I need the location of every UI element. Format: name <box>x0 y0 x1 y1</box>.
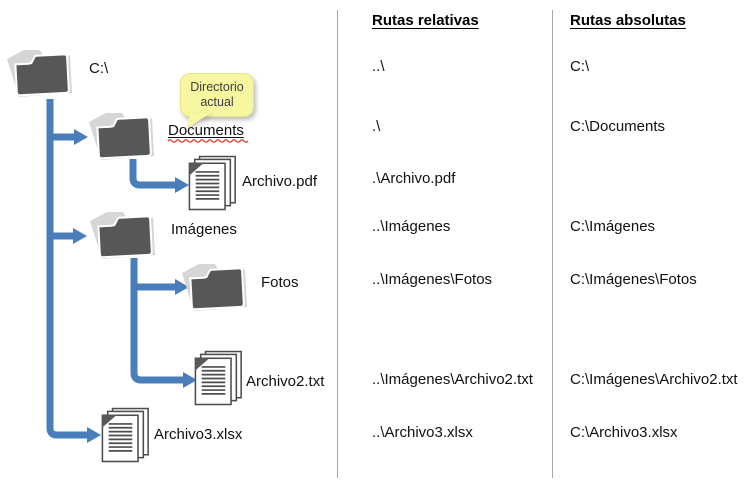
column-divider-left <box>337 10 338 478</box>
absolute-path-cell: C:\Imágenes\Archivo2.txt <box>570 371 738 388</box>
tree-label-documents: Documents <box>168 122 244 139</box>
file-icon-archivo-pdf <box>187 155 239 212</box>
column-divider-right <box>552 10 553 478</box>
absolute-path-cell: C:\ <box>570 58 590 75</box>
callout-line1: Directorio <box>190 80 244 94</box>
folder-icon-documents <box>86 109 164 163</box>
relative-path-cell: ..\Imágenes\Fotos <box>372 271 493 288</box>
relative-path-cell: ..\Imágenes <box>372 218 451 235</box>
relative-paths-header: Rutas relativas <box>372 12 479 29</box>
absolute-path-cell: C:\Archivo3.xlsx <box>570 424 678 441</box>
spellcheck-squiggle <box>168 139 248 143</box>
folder-icon-imagenes <box>87 208 165 262</box>
callout-line2: actual <box>200 95 234 109</box>
relative-path-cell: .\ <box>372 118 381 135</box>
relative-path-cell: ..\Archivo3.xlsx <box>372 424 473 441</box>
absolute-paths-header: Rutas absolutas <box>570 12 686 29</box>
relative-path-cell: ..\ <box>372 58 385 75</box>
file-icon-archivo2-txt <box>193 350 245 407</box>
absolute-path-cell: C:\Documents <box>570 118 666 135</box>
tree-label-archivo3-xlsx: Archivo3.xlsx <box>154 426 243 443</box>
absolute-path-cell: C:\Imágenes\Fotos <box>570 271 697 288</box>
relative-path-cell: .\Archivo.pdf <box>372 170 456 187</box>
directorio-actual-callout: Directorio actual <box>180 73 254 117</box>
tree-label-archivo-pdf: Archivo.pdf <box>242 173 318 190</box>
file-icon-archivo3-xlsx <box>100 407 152 464</box>
tree-label-imagenes: Imágenes <box>171 221 237 238</box>
callout-tail <box>187 113 211 128</box>
relative-path-cell: ..\Imágenes\Archivo2.txt <box>372 371 533 388</box>
folder-icon-c-drive <box>4 46 82 100</box>
absolute-path-cell: C:\Imágenes <box>570 218 656 235</box>
tree-label-c-drive: C:\ <box>89 60 109 77</box>
tree-label-archivo2-txt: Archivo2.txt <box>246 373 325 390</box>
tree-label-fotos: Fotos <box>261 274 299 291</box>
folder-icon-fotos <box>179 260 257 314</box>
